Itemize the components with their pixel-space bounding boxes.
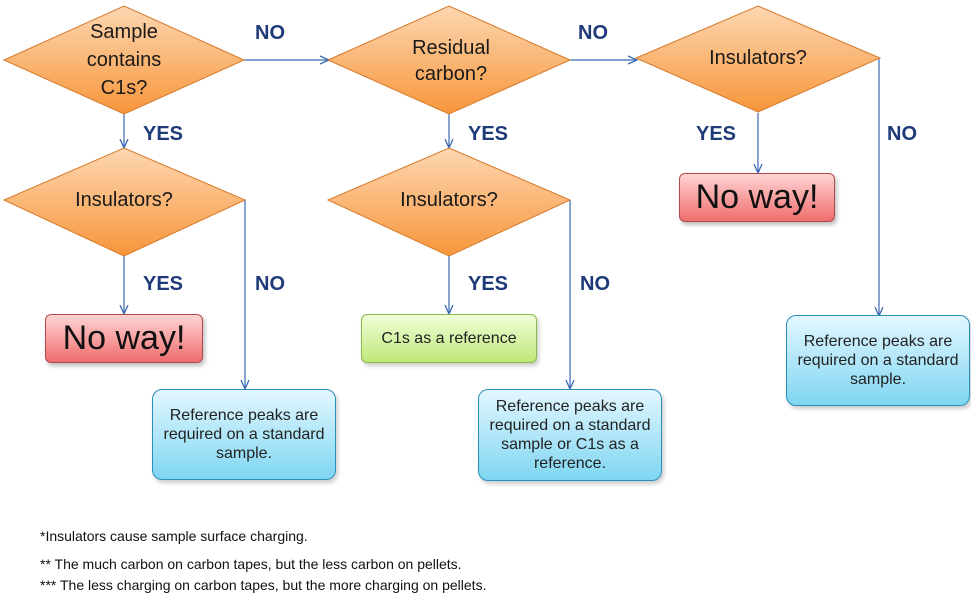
- outcome-text: No way!: [695, 178, 819, 217]
- decision-text-line: Insulators?: [75, 189, 173, 211]
- outcome-c1s-reference: C1s as a reference: [361, 314, 537, 363]
- outcome-text: Reference peaks are required on a standa…: [489, 397, 651, 473]
- outcome-no-way-top: No way!: [679, 173, 835, 222]
- outcome-reference-peaks-middle: Reference peaks are required on a standa…: [478, 389, 662, 481]
- outcome-reference-peaks-left: Reference peaks are required on a standa…: [152, 389, 336, 480]
- connectors: [124, 58, 879, 388]
- label-yes: YES: [143, 123, 183, 145]
- decision-text-line: Residual: [412, 37, 490, 59]
- outcome-text: C1s as a reference: [381, 329, 517, 347]
- decision-text-line: contains: [87, 49, 162, 71]
- label-no: NO: [887, 123, 917, 145]
- outcome-text: Reference peaks are required on a standa…: [163, 406, 325, 463]
- label-no: NO: [580, 273, 610, 295]
- label-no: NO: [255, 273, 285, 295]
- branch-labels: NO NO YES YES YES NO YES NO YES NO: [143, 22, 918, 296]
- footnote-2: ** The much carbon on carbon tapes, but …: [40, 556, 462, 572]
- outcome-no-way-left: No way!: [45, 314, 203, 363]
- decision-text-line: Sample: [90, 21, 158, 43]
- decision-text-line: Insulators?: [400, 189, 498, 211]
- footnote-3: *** The less charging on carbon tapes, b…: [40, 577, 487, 593]
- label-yes: YES: [696, 123, 736, 145]
- decision-insulators-right: Insulators?: [634, 5, 882, 113]
- label-no: NO: [255, 22, 285, 44]
- label-no: NO: [578, 22, 608, 44]
- decision-insulators-left: Insulators?: [2, 147, 247, 257]
- decision-residual-carbon: Residual carbon?: [326, 5, 572, 115]
- decision-text-line: C1s?: [101, 77, 148, 99]
- decision-text-line: Insulators?: [709, 47, 807, 69]
- decision-insulators-middle: Insulators?: [326, 147, 572, 257]
- decision-sample-contains-c1s: Sample contains C1s?: [2, 5, 246, 115]
- label-yes: YES: [143, 273, 183, 295]
- outcome-text: No way!: [62, 319, 186, 358]
- footnote-1: *Insulators cause sample surface chargin…: [40, 528, 308, 544]
- decision-text-line: carbon?: [415, 63, 487, 85]
- label-yes: YES: [468, 273, 508, 295]
- outcome-reference-peaks-right: Reference peaks are required on a standa…: [786, 315, 970, 406]
- outcome-text: Reference peaks are required on a standa…: [797, 332, 959, 389]
- label-yes: YES: [468, 123, 508, 145]
